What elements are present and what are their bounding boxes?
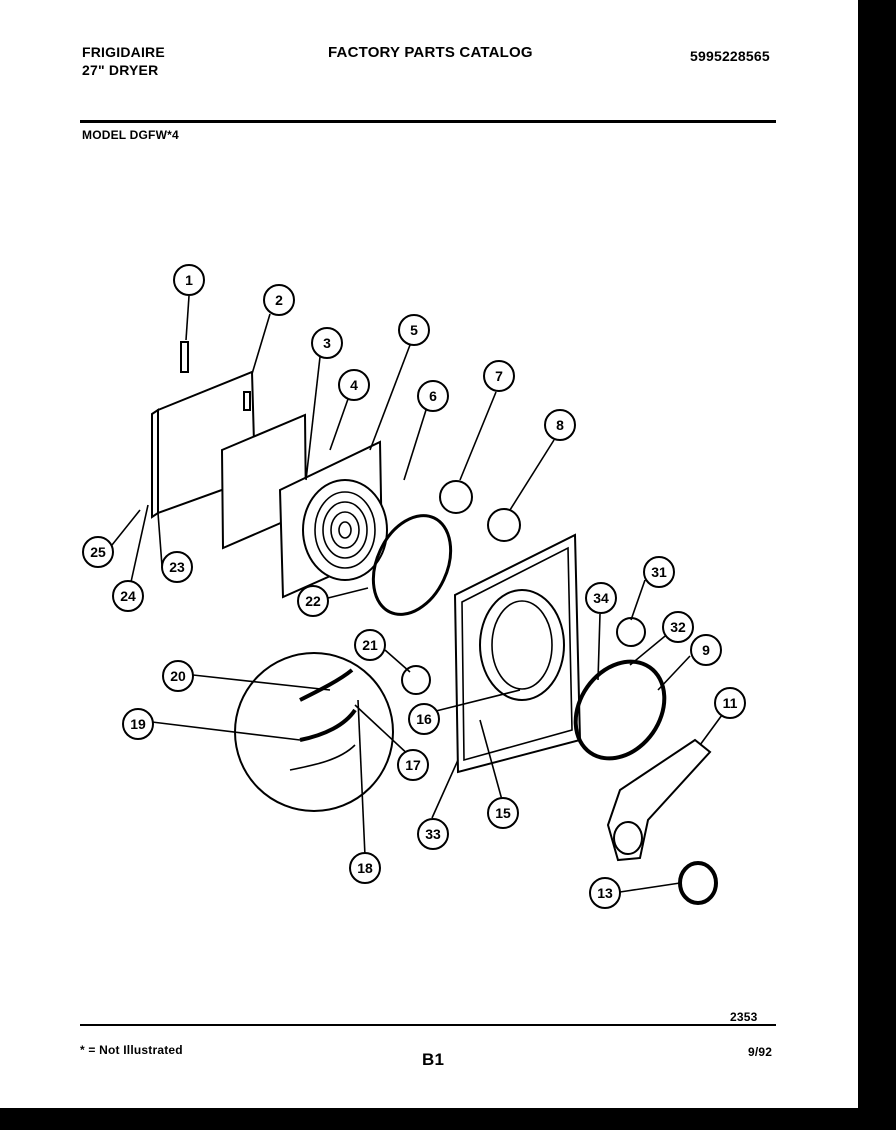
svg-text:13: 13: [597, 885, 613, 901]
svg-text:4: 4: [350, 377, 358, 393]
svg-text:33: 33: [425, 826, 441, 842]
callout-3: 3: [311, 327, 343, 359]
callout-33: 33: [417, 818, 449, 850]
callout-22: 22: [297, 585, 329, 617]
svg-text:23: 23: [169, 559, 185, 575]
svg-text:22: 22: [305, 593, 321, 609]
hinge-pin: [180, 341, 189, 373]
svg-text:16: 16: [416, 711, 432, 727]
callout-9: 9: [690, 634, 722, 666]
catalog-sheet: FRIGIDAIRE 27" DRYER FACTORY PARTS CATAL…: [0, 0, 858, 1108]
switch: [401, 665, 431, 695]
callout-16: 16: [408, 703, 440, 735]
callout-15: 15: [487, 797, 519, 829]
leader-lines: [111, 295, 723, 893]
catalog-title: FACTORY PARTS CATALOG: [328, 44, 533, 61]
callout-18: 18: [349, 852, 381, 884]
svg-text:2: 2: [275, 292, 283, 308]
callout-6: 6: [417, 380, 449, 412]
footer-rule: [80, 1024, 776, 1026]
svg-text:17: 17: [405, 757, 421, 773]
callout-19: 19: [122, 708, 154, 740]
door-seal: [371, 514, 453, 616]
product-label: 27" DRYER: [82, 62, 159, 78]
light-lens: [616, 617, 646, 647]
strike: [487, 508, 521, 542]
callout-25: 25: [82, 536, 114, 568]
callout-23: 23: [161, 551, 193, 583]
svg-text:31: 31: [651, 564, 667, 580]
svg-text:24: 24: [120, 588, 136, 604]
page-number: B1: [422, 1050, 445, 1069]
svg-text:8: 8: [556, 417, 564, 433]
svg-text:11: 11: [723, 695, 738, 711]
bearing-ring: [573, 659, 667, 761]
svg-text:18: 18: [357, 860, 373, 876]
drawing-number: 2353: [730, 1010, 758, 1024]
callout-7: 7: [483, 360, 515, 392]
callout-11: 11: [714, 687, 746, 719]
front-panel: [453, 533, 582, 774]
svg-text:34: 34: [593, 590, 609, 606]
hinge-detail: [234, 652, 394, 812]
svg-text:9: 9: [702, 642, 710, 658]
lint-duct: [606, 738, 712, 862]
callout-24: 24: [112, 580, 144, 612]
svg-text:21: 21: [362, 637, 378, 653]
svg-text:5: 5: [410, 322, 418, 338]
svg-text:6: 6: [429, 388, 437, 404]
callout-8: 8: [544, 409, 576, 441]
not-illustrated-note: * = Not Illustrated: [80, 1043, 183, 1057]
callout-2: 2: [263, 284, 295, 316]
svg-text:15: 15: [495, 805, 511, 821]
svg-text:20: 20: [170, 668, 186, 684]
door-catch: [439, 480, 473, 514]
catalog-number: 5995228565: [690, 48, 770, 64]
callout-20: 20: [162, 660, 194, 692]
svg-text:25: 25: [90, 544, 106, 560]
svg-text:3: 3: [323, 335, 331, 351]
callout-13: 13: [589, 877, 621, 909]
svg-text:1: 1: [185, 272, 193, 288]
brand-label: FRIGIDAIRE: [82, 44, 165, 60]
callout-32: 32: [662, 611, 694, 643]
svg-text:19: 19: [130, 716, 146, 732]
svg-text:7: 7: [495, 368, 503, 384]
model-label: MODEL DGFW*4: [82, 128, 179, 142]
callout-31: 31: [643, 556, 675, 588]
callout-5: 5: [398, 314, 430, 346]
issue-date: 9/92: [748, 1045, 773, 1059]
door-plate: [278, 440, 388, 599]
duct-seal: [678, 861, 718, 905]
callout-34: 34: [585, 582, 617, 614]
header-rule: [80, 120, 776, 123]
callout-4: 4: [338, 369, 370, 401]
svg-text:32: 32: [670, 619, 686, 635]
callout-1: 1: [173, 264, 205, 296]
exploded-parts-diagram: 1 2 3 4 5 6 7 8 9 11 13 15 16 17 18 19 2…: [82, 264, 746, 909]
callout-21: 21: [354, 629, 386, 661]
callout-17: 17: [397, 749, 429, 781]
